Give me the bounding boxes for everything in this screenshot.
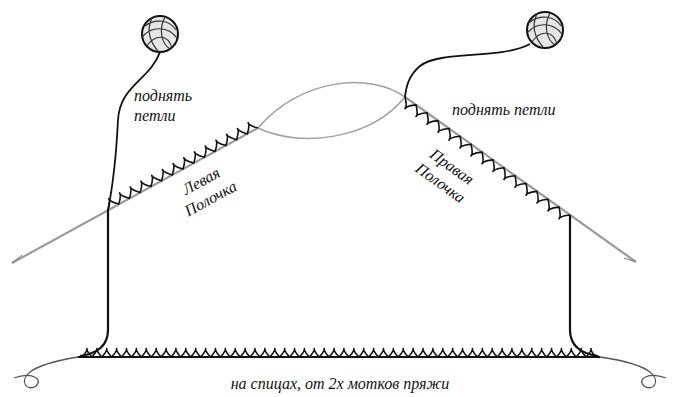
part-name: Правая Полочка <box>400 134 492 215</box>
neck-needle <box>258 97 405 138</box>
pick-up-note: поднять петли <box>134 86 206 126</box>
yarn-end <box>14 357 78 388</box>
left-needle <box>12 128 258 263</box>
needle-tip <box>624 258 636 262</box>
yarn-ball <box>527 12 563 48</box>
pick-up-note: поднять петли <box>452 100 582 120</box>
yarn-ball <box>142 16 178 52</box>
body-side <box>570 215 598 356</box>
part-name: Левая Полочка <box>161 153 250 227</box>
stitch-loops <box>82 97 596 357</box>
cast-on-note: на спицах, от 2х мотков пряжи <box>140 374 540 394</box>
needle-tip <box>12 255 22 263</box>
body-side <box>80 210 108 356</box>
stitch-loop-row <box>82 349 596 357</box>
neck-needle <box>258 83 405 128</box>
yarn-end <box>600 357 666 388</box>
yarn-strand <box>108 52 160 210</box>
yarn-strand <box>405 44 530 97</box>
